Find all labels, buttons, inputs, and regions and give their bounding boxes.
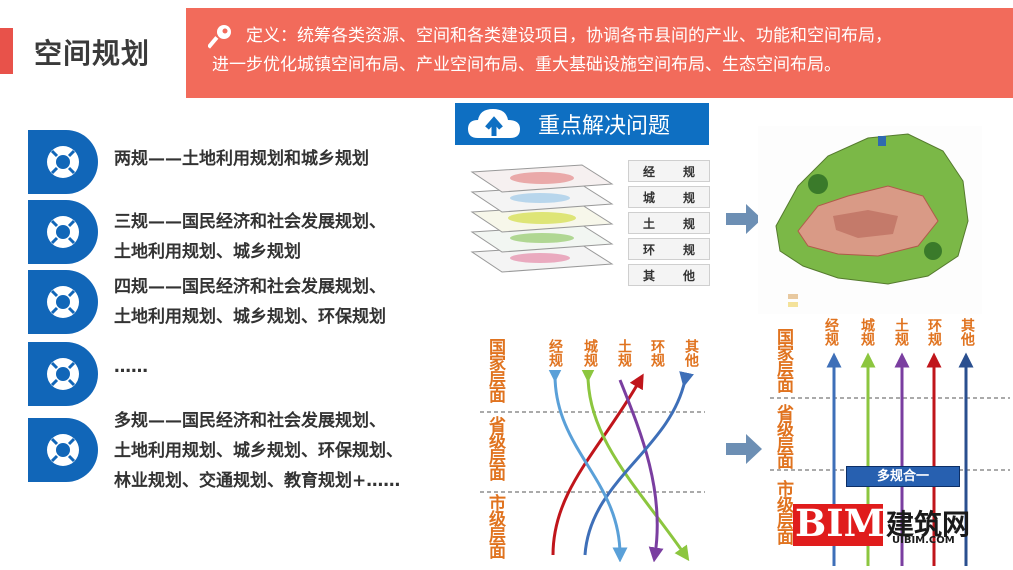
definition-line-1: 定义：统筹各类资源、空间和各类建设项目，协调各市县间的产业、功能和空间布局， [246,26,892,46]
lifebuoy-icon [47,216,79,248]
definition-text: 定义：统筹各类资源、空间和各类建设项目，协调各市县间的产业、功能和空间布局， 进… [212,22,1010,80]
logo-cn-text: 建筑网 [886,508,971,541]
layer-label-urban: 城规 [628,186,710,208]
page-title: 空间规划 [34,37,151,70]
lifebuoy-icon [47,434,79,466]
plan-item-line: 两规——土地利用规划和城乡规划 [114,149,369,169]
plan-type-label-land: 土规 [616,339,632,367]
definition-box [186,8,1013,98]
layer-label-environment: 环规 [628,238,710,260]
scattered-planning-flow-diagram [480,370,705,562]
layer-char: 环 [642,242,655,257]
layer-char: 他 [682,268,695,283]
plan-item-line: 土地利用规划、城乡规划、环保规划、 [114,441,403,461]
layer-char: 土 [642,216,655,231]
plan-type-label-land-right: 土规 [893,318,909,346]
layer-label-land: 土规 [628,212,710,234]
plan-tab-5 [28,418,98,482]
arrow-right-icon [726,204,762,234]
level-label-provincial-right: 省级层面 [773,404,793,468]
layer-char: 规 [682,190,695,205]
plan-type-label-other-right: 其他 [959,318,975,346]
plan-item-line: 林业规划、交通规划、教育规划+…… [114,471,401,491]
layer-char: 经 [642,164,655,179]
plan-type-label-environment: 环规 [649,339,665,367]
plan-tab-4 [28,342,98,406]
plan-type-label-economy-right: 经规 [823,318,839,346]
logo-url-text: UIBIM.COM [892,535,955,546]
cloud-upload-icon [468,109,520,138]
layer-char: 其 [642,268,655,283]
key-icon [208,25,231,49]
key-issue-label: 重点解决问题 [538,114,671,139]
plan-type-label-urban-right: 城规 [859,318,875,346]
lifebuoy-icon [47,146,79,178]
plan-item-1: 两规——土地利用规划和城乡规划 [114,144,369,174]
plan-item-line: 三规——国民经济和社会发展规划、 [114,212,386,232]
layer-char: 规 [682,164,695,179]
plan-item-3: 四规——国民经济和社会发展规划、 土地利用规划、城乡规划、环保规划 [114,272,386,332]
layer-char: 城 [642,190,655,205]
layer-char: 规 [682,216,695,231]
stacked-map-layers-image [470,164,614,273]
lifebuoy-icon [47,358,79,390]
plan-item-4: …… [114,352,148,382]
plan-item-line: …… [114,357,148,377]
plan-item-line: 土地利用规划、城乡规划 [114,242,301,262]
plan-type-label-economy: 经规 [547,339,563,367]
plan-item-line: 四规——国民经济和社会发展规划、 [114,277,386,297]
plan-tab-2 [28,200,98,264]
lifebuoy-icon [47,286,79,318]
level-label-national: 国家层面 [485,338,505,402]
plan-type-label-urban: 城规 [582,339,598,367]
multi-plan-merge-box: 多规合一 [846,466,960,487]
level-label-city-right: 市级层面 [773,480,793,544]
plan-type-label-environment-right: 环规 [926,318,942,346]
integrated-map-image [758,126,982,314]
title-accent-bar [0,28,13,74]
plan-item-2: 三规——国民经济和社会发展规划、 土地利用规划、城乡规划 [114,207,386,267]
arrow-right-icon [726,434,762,464]
level-label-provincial: 省级层面 [485,416,505,480]
plan-item-line: 多规——国民经济和社会发展规划、 [114,411,386,431]
plan-tab-1 [28,130,98,194]
level-label-national-right: 国家层面 [773,328,793,392]
plan-item-line: 土地利用规划、城乡规划、环保规划 [114,307,386,327]
definition-line-2: 进一步优化城镇空间布局、产业空间布局、重大基础设施空间布局、生态空间布局。 [212,55,841,75]
layer-char: 规 [682,242,695,257]
plan-item-5: 多规——国民经济和社会发展规划、 土地利用规划、城乡规划、环保规划、 林业规划、… [114,406,403,496]
layer-label-economy: 经规 [628,160,710,182]
logo-bim-text: BIM [795,501,885,545]
level-label-city: 市级层面 [485,494,505,558]
bim-logo-background [793,504,883,546]
plan-type-label-other: 其他 [683,339,699,367]
layer-label-other: 其他 [628,264,710,286]
plan-tab-3 [28,270,98,334]
